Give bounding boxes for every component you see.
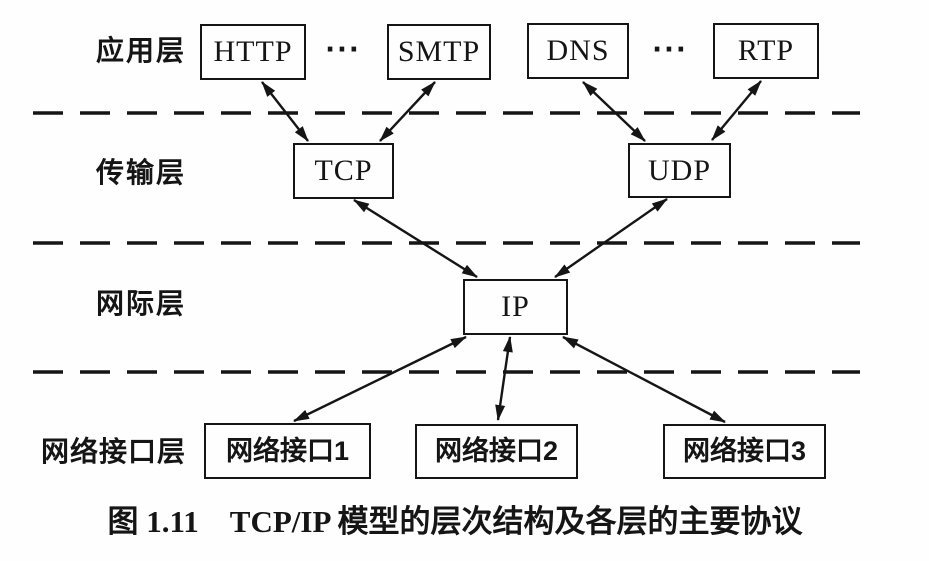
protocol-arrows [261,80,762,424]
layer-label-internet: 网际层 [96,288,187,319]
arrow-smtp-tcp [379,81,436,142]
layer-separator-lines [33,111,860,374]
ellipsis-right: ··· [652,35,688,65]
ellipsis-left: ··· [325,35,361,65]
arrow-udp-ip [554,198,668,278]
arrow-ip-interface3 [562,335,726,424]
arrow-ip-interface1 [293,335,467,423]
layer-label-network-interface: 网络接口层 [41,436,187,467]
arrow-rtp-udp [711,80,762,141]
layer-label-application: 应用层 [96,35,187,66]
figure-caption: 图 1.11 TCP/IP 模型的层次结构及各层的主要协议 [107,504,803,539]
arrow-dns-udp [582,81,646,142]
node-ip: IP [463,279,568,335]
layer-label-transport: 传输层 [96,157,187,188]
node-network-interface-2: 网络接口2 [415,424,578,479]
node-rtp: RTP [713,23,819,79]
arrow-http-tcp [261,81,309,142]
node-udp: UDP [628,143,731,198]
arrow-ip-interface2 [495,336,513,421]
node-smtp: SMTP [387,24,491,80]
node-dns: DNS [527,23,629,79]
node-tcp: TCP [293,143,394,199]
node-network-interface-3: 网络接口3 [663,424,826,479]
arrow-tcp-ip [353,198,478,279]
node-http: HTTP [200,24,306,80]
node-network-interface-1: 网络接口1 [204,423,371,479]
